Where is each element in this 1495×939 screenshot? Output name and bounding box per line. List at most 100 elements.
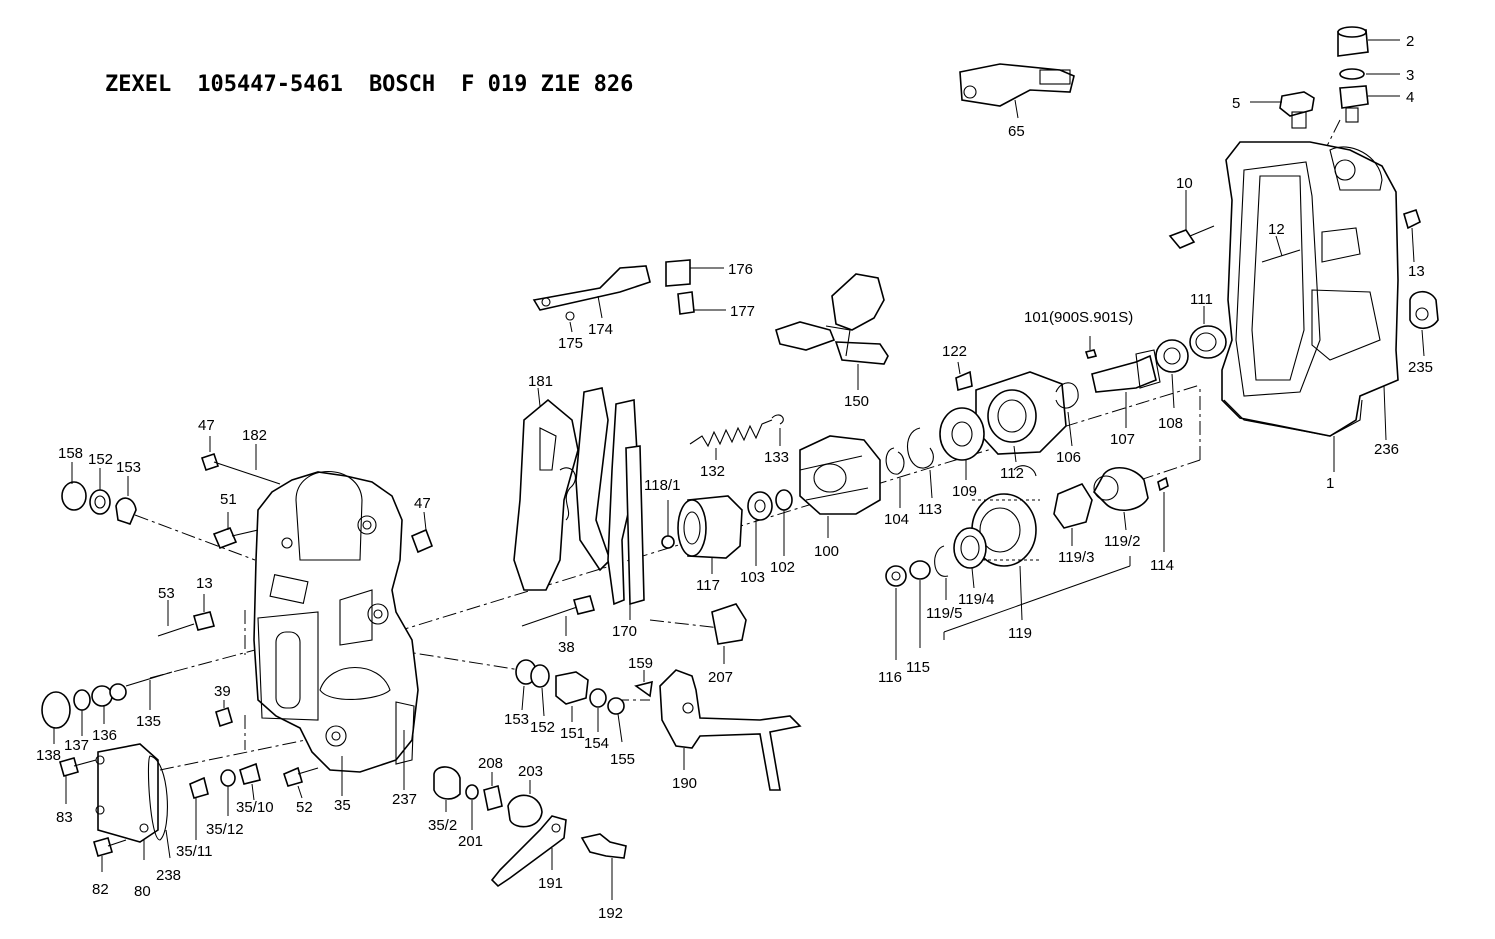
governor-weights-assembly [799,427,934,538]
callout-5: 5 [1232,95,1240,112]
drive-shaft-assembly [1084,306,1227,428]
callout-51: 51 [220,491,237,508]
callout-47-left: 47 [198,417,215,434]
lever-assembly-150 [775,273,889,390]
callout-35: 35 [334,797,351,814]
callout-237: 237 [392,791,417,808]
callout-154: 154 [584,735,609,752]
callout-119-2: 119/2 [1104,533,1140,550]
callout-117: 117 [696,577,720,594]
callout-122: 122 [942,343,967,360]
callout-47-right: 47 [414,495,431,512]
callout-135: 135 [136,713,161,730]
callout-203: 203 [518,763,543,780]
callout-115: 115 [906,659,930,676]
callout-39: 39 [214,683,231,700]
callout-176: 176 [728,261,753,278]
callout-192: 192 [598,905,623,922]
callout-35-11: 35/11 [176,843,212,860]
callout-83: 83 [56,809,73,826]
callout-113: 113 [918,501,942,518]
callout-151: 151 [560,725,585,742]
callout-170: 170 [612,623,637,640]
callout-175: 175 [558,335,583,352]
callout-201: 201 [458,833,483,850]
bracket-174-assembly [532,259,726,333]
callout-labels: 1 2 3 4 5 10 12 13 13 35 35/2 35/10 35/1… [36,33,1433,922]
callout-119: 119 [1008,625,1032,642]
governor-housing-1 [1221,141,1399,437]
callout-238: 238 [156,867,181,884]
callout-181: 181 [528,373,553,390]
callout-52: 52 [296,799,313,816]
callout-116: 116 [878,669,902,686]
callout-159: 159 [628,655,653,672]
callout-103: 103 [740,569,765,586]
callout-153-left: 153 [116,459,141,476]
left-fasteners-upper [61,436,434,554]
callout-100: 100 [814,543,839,560]
callout-108: 108 [1158,415,1183,432]
callout-114: 114 [1150,557,1174,574]
callout-106: 106 [1056,449,1081,466]
lower-lever-assembly [433,766,627,900]
shaft-lever-assembly-190 [515,595,802,791]
callout-133: 133 [764,449,789,466]
callout-13-right: 13 [1408,263,1425,280]
callout-2: 2 [1406,33,1414,50]
part-65-bracket [959,63,1075,119]
title-zexel-part-number: 105447-5461 [197,72,343,97]
callout-152-right: 152 [530,719,555,736]
callout-136: 136 [92,727,117,744]
callout-153-right: 153 [504,711,529,728]
governor-cover-35 [253,470,419,773]
callout-101: 101(900S.901S) [1024,309,1133,326]
callout-138: 138 [36,747,61,764]
callout-119-5: 119/5 [926,605,962,622]
callout-150: 150 [844,393,869,410]
gear-119-assembly [885,465,1169,660]
callout-190: 190 [672,775,697,792]
callout-174: 174 [588,321,613,338]
callout-35-10: 35/10 [236,799,274,816]
spring-132 [689,414,784,460]
callout-155: 155 [610,751,635,768]
flange-assembly [939,361,1079,480]
callout-177: 177 [730,303,755,320]
callout-35-2: 35/2 [428,817,457,834]
sleeve-assembly [661,489,793,574]
plug-assembly-2-3-4 [1337,26,1400,123]
callout-1: 1 [1326,475,1334,492]
title-brand-bosch: BOSCH [368,72,436,97]
callout-207: 207 [708,669,733,686]
callout-236: 236 [1374,441,1399,458]
callout-10: 10 [1176,175,1193,192]
callout-4: 4 [1406,89,1414,106]
bracket-235 [1409,290,1439,357]
plug-5 [1250,91,1315,129]
callout-111: 111 [1190,291,1213,308]
left-fasteners-lower [189,730,405,840]
callout-152-left: 152 [88,451,113,468]
callout-53: 53 [158,585,175,602]
callout-235: 235 [1408,359,1433,376]
bolts-10-12-13 [1168,190,1421,263]
callout-119-3: 119/3 [1058,549,1094,566]
callout-3: 3 [1406,67,1414,84]
callout-182: 182 [242,427,267,444]
callout-80: 80 [134,883,151,900]
link-lever-assembly [513,387,645,620]
callout-132: 132 [700,463,725,480]
callout-12: 12 [1268,221,1285,238]
callout-65: 65 [1008,123,1025,140]
callout-102: 102 [770,559,795,576]
callout-82: 82 [92,881,109,898]
callout-191: 191 [538,875,563,892]
callout-35-12: 35/12 [206,821,244,838]
callout-208: 208 [478,755,503,772]
callout-137: 137 [64,737,89,754]
callout-112: 112 [1000,465,1024,482]
